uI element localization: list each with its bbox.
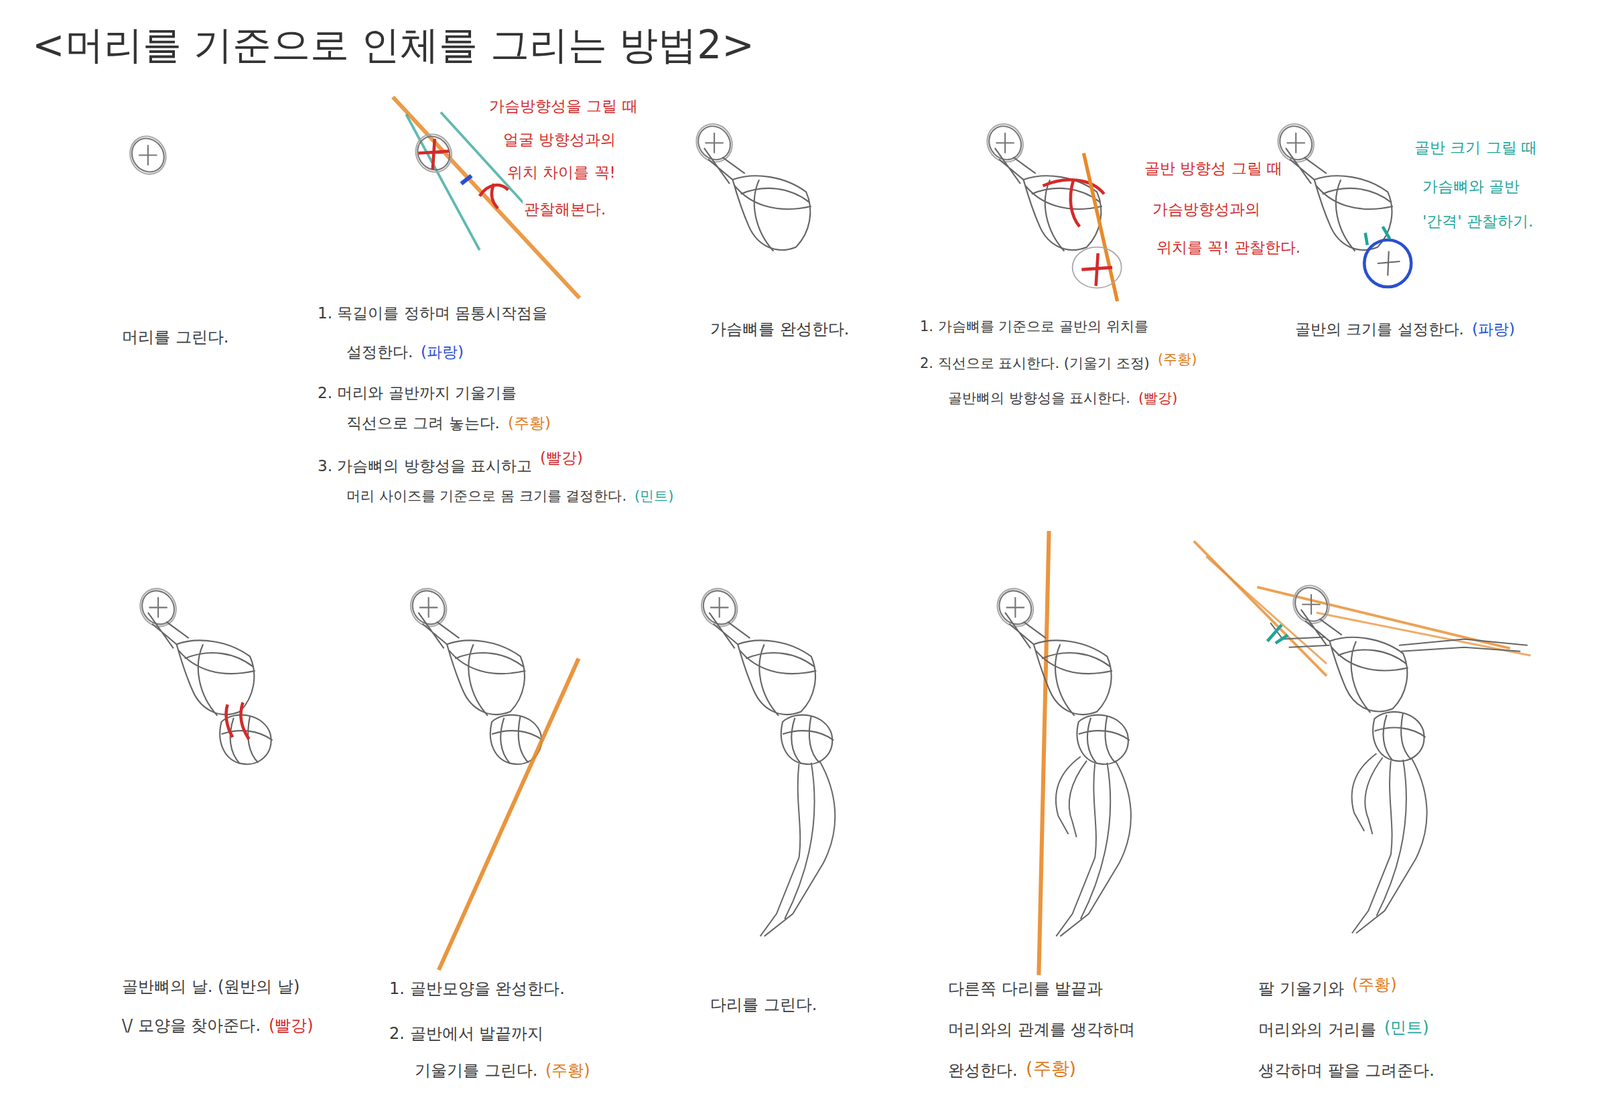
instruction-text: (주황) (1156, 351, 1198, 368)
instruction-text: 가슴뼈와 골반 (1421, 177, 1521, 195)
instruction-text: 골반의 크기를 설정한다. (1293, 320, 1466, 338)
instruction-text: (주황) (544, 1061, 592, 1081)
instruction-text: 가슴방향성과의 (1151, 200, 1262, 218)
instruction-text: 위치 차이를 꼭! (505, 163, 618, 181)
instruction-text: 머리와의 거리를 (1256, 1020, 1378, 1040)
instruction-text: (주황) (1350, 975, 1399, 995)
instruction-text: (민트) (1382, 1018, 1431, 1038)
instruction-text: (주황) (1024, 1057, 1078, 1079)
instruction-text: 머리와의 관계를 생각하며 (946, 1020, 1137, 1040)
instruction-text: (빨강) (538, 448, 585, 467)
instruction-text: 얼굴 방향성과의 (501, 130, 618, 149)
instruction-text: '간격' 관찰하기. (1421, 212, 1535, 230)
instruction-text: (빨강) (1137, 389, 1179, 407)
instruction-text: 2. 골반에서 발끝까지 (387, 1024, 545, 1044)
instruction-text: 골반뼈의 방향성을 표시한다. (946, 389, 1132, 407)
instruction-text: 1. 목길이를 정하며 몸통시작점을 (316, 304, 549, 322)
instruction-text: 가슴방향성을 그릴 때 (487, 97, 640, 115)
instruction-text: 관찰해본다. (522, 200, 608, 218)
instruction-text: (파랑) (1470, 320, 1517, 338)
instruction-text: 3. 가슴뼈의 방향성을 표시하고 (316, 456, 534, 475)
instruction-text: 생각하며 팔을 그려준다. (1256, 1061, 1436, 1081)
instruction-text: 다른쪽 다리를 발끝과 (946, 979, 1105, 999)
instruction-text: 머리를 그린다. (120, 328, 230, 348)
instruction-text: 골반 방향성 그릴 때 (1143, 159, 1284, 177)
instruction-text: 1. 골반모양을 완성한다. (387, 979, 567, 999)
instruction-text: 머리 사이즈를 기준으로 몸 크기를 결정한다. (345, 487, 628, 504)
instruction-text: \/ 모양을 찾아준다. (120, 1016, 262, 1036)
instruction-text: 설정한다. (345, 343, 415, 361)
instruction-text: (주황) (506, 414, 553, 432)
instruction-text: 2. 머리와 골반까지 기울기를 (316, 383, 518, 402)
instruction-text: 위치를 꼭! 관찰한다. (1155, 238, 1302, 256)
instruction-text: (민트) (633, 487, 675, 504)
instruction-text: 다리를 그린다. (708, 995, 819, 1015)
instruction-text: (빨강) (267, 1016, 315, 1036)
instruction-text: 직선으로 그려 놓는다. (345, 414, 502, 432)
instruction-text: 2. 직선으로 표시한다. (기울기 조정) (918, 355, 1152, 372)
instruction-text: 기울기를 그린다. (413, 1061, 539, 1081)
instruction-text: 팔 기울기와 (1256, 979, 1346, 999)
instruction-text: 완성한다. (946, 1061, 1020, 1081)
instruction-text: 1. 가슴뼈를 기준으로 골반의 위치를 (918, 318, 1150, 335)
instruction-text: 골반 크기 그릴 때 (1413, 138, 1539, 157)
instruction-text: 가슴뼈를 완성한다. (708, 320, 851, 340)
instruction-text: (파랑) (419, 343, 465, 361)
instruction-text: 골반뼈의 날. (원반의 날) (120, 977, 301, 997)
sheet-title: <머리를 기준으로 인체를 그리는 방법2> (30, 22, 756, 68)
